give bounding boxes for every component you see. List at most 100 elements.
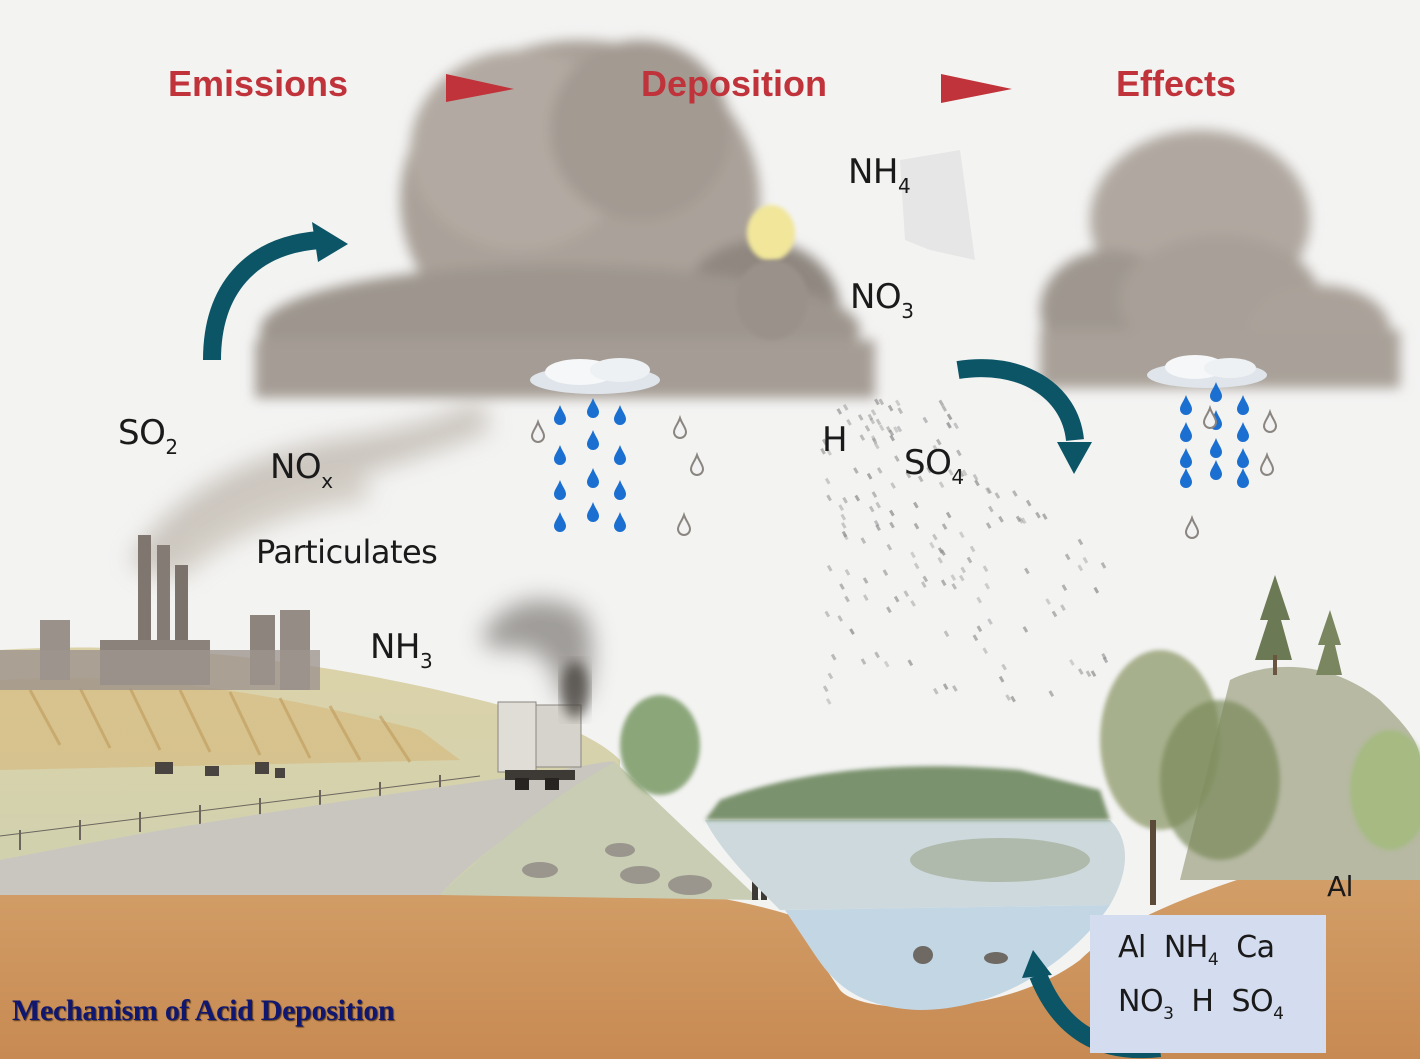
- particle-speck: [910, 600, 916, 607]
- particle-speck: [1001, 663, 1007, 671]
- particle-speck: [871, 437, 878, 445]
- particle-speck: [867, 413, 874, 421]
- raindrop-icon: [614, 445, 626, 465]
- raindrop-icon: [676, 511, 692, 536]
- factory: [0, 535, 320, 690]
- particle-speck: [905, 471, 912, 479]
- particle-speck: [1064, 553, 1071, 561]
- particle-speck: [890, 482, 896, 489]
- raindrop-icon: [1237, 448, 1249, 468]
- particle-speck: [984, 582, 990, 590]
- particle-speck: [937, 556, 943, 564]
- particle-speck: [844, 595, 850, 603]
- particle-speck: [860, 658, 867, 665]
- particle-speck: [893, 426, 899, 433]
- particle-speck: [841, 522, 847, 529]
- pine-trees: [1255, 575, 1342, 675]
- particle-speck: [951, 583, 957, 590]
- shore-vegetation: [440, 695, 768, 900]
- label-no3: NO3: [850, 277, 914, 323]
- particle-speck: [1078, 668, 1084, 675]
- particle-speck: [946, 421, 952, 429]
- particle-speck: [1100, 562, 1107, 569]
- particle-speck: [986, 487, 992, 494]
- raindrop-icon: [1184, 514, 1200, 539]
- particle-speck: [1010, 695, 1016, 703]
- particle-speck: [1024, 567, 1030, 575]
- particle-speck: [846, 419, 852, 426]
- diagram-caption: Mechanism of Acid Deposition: [12, 994, 395, 1027]
- particle-speck: [941, 523, 948, 530]
- raindrop-icon: [1237, 422, 1249, 442]
- raindrop-icon: [614, 512, 626, 532]
- particle-speck: [1101, 653, 1107, 660]
- particle-speck: [840, 513, 847, 521]
- particle-speck: [982, 647, 988, 655]
- particle-speck: [866, 472, 873, 480]
- particle-speck: [826, 494, 832, 502]
- raindrop-icon: [1262, 408, 1278, 433]
- particle-speck: [1069, 659, 1075, 666]
- particle-speck: [950, 574, 957, 581]
- particle-speck: [826, 564, 833, 572]
- particle-speck: [940, 579, 947, 587]
- label-so2: SO2: [118, 413, 178, 459]
- particle-speck: [1015, 515, 1022, 523]
- raindrop-icon: [1180, 448, 1192, 468]
- particle-speck: [998, 515, 1004, 523]
- particle-speck: [836, 408, 843, 415]
- raindrop-icon: [1202, 404, 1218, 429]
- particle-speck: [988, 505, 994, 513]
- haze-patch: [900, 150, 975, 260]
- highway: [0, 662, 615, 900]
- arrow-head-icon: [1057, 442, 1092, 474]
- raindrop-icon: [1210, 438, 1222, 458]
- particle-speck: [1025, 499, 1032, 507]
- particle-speck: [1093, 586, 1100, 594]
- particle-speck: [932, 533, 938, 541]
- raindrop-icon: [1210, 382, 1222, 402]
- particle-speck: [959, 531, 965, 539]
- particle-speck: [1077, 538, 1084, 546]
- particle-speck: [886, 426, 892, 433]
- ion-row-1: Al NH4 Ca: [1118, 933, 1293, 969]
- particle-speck: [883, 660, 890, 668]
- raindrop-icon: [689, 451, 705, 476]
- particle-speck: [842, 496, 848, 504]
- raindrop-icon: [672, 414, 688, 439]
- dry-deposition-particles: [820, 398, 1109, 705]
- particle-speck: [1020, 517, 1027, 525]
- particle-speck: [985, 487, 991, 494]
- particle-speck: [953, 422, 959, 430]
- stage-title-effects: Effects: [1116, 63, 1237, 104]
- particle-speck: [943, 630, 950, 638]
- particle-speck: [941, 405, 947, 412]
- stage-arrows: [446, 74, 1012, 103]
- particle-speck: [827, 672, 834, 680]
- particle-speck: [974, 479, 980, 487]
- particle-speck: [913, 522, 920, 530]
- particle-speck: [875, 524, 881, 531]
- arrow-head-icon: [1022, 950, 1052, 978]
- particle-speck: [922, 416, 929, 424]
- particle-speck: [966, 556, 973, 564]
- label-nox: NOx: [270, 447, 333, 493]
- particle-speck: [969, 545, 976, 553]
- particle-speck: [862, 577, 869, 584]
- particle-speck: [994, 492, 1001, 499]
- particle-speck: [959, 574, 965, 582]
- raindrop-icon: [1180, 422, 1192, 442]
- raindrop-icon: [587, 398, 599, 418]
- particle-speck: [820, 447, 826, 455]
- particle-speck: [946, 413, 953, 421]
- particle-speck: [875, 418, 882, 426]
- particle-speck: [874, 398, 880, 406]
- particle-speck: [985, 522, 992, 529]
- particle-speck: [841, 530, 848, 538]
- particle-speck: [946, 422, 952, 429]
- raindrop-icon: [614, 405, 626, 425]
- lake: [705, 766, 1125, 1010]
- particle-speck: [824, 610, 831, 618]
- particle-speck: [839, 583, 845, 590]
